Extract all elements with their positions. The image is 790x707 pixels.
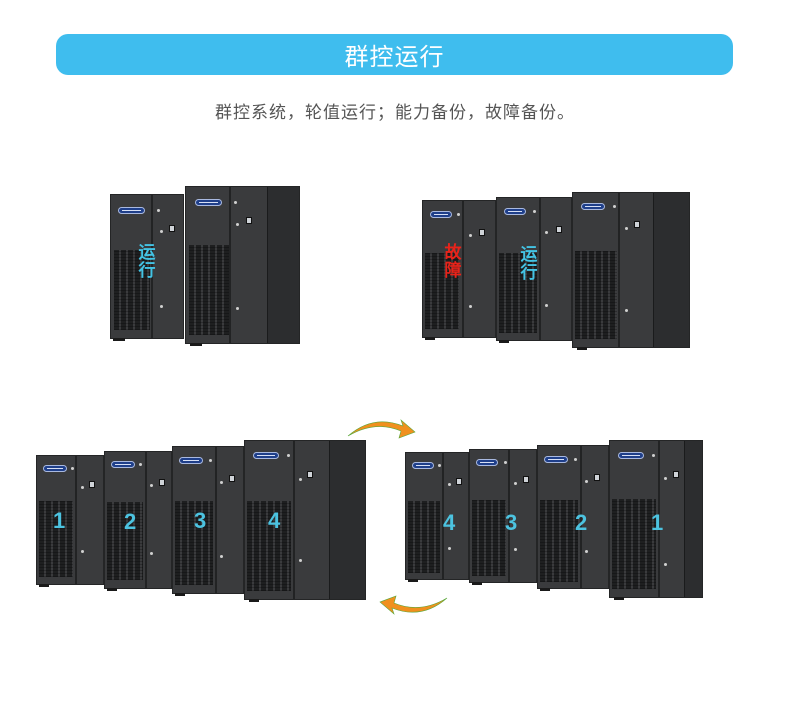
brand-logo-icon (618, 452, 644, 459)
brand-logo-icon (412, 462, 434, 469)
unit-number-label: 2 (124, 509, 137, 534)
control-display (89, 481, 95, 488)
ac-unit (422, 200, 496, 340)
brand-logo-icon (111, 461, 135, 468)
control-display (307, 471, 313, 478)
brand-logo-icon (430, 211, 452, 218)
air-grill (175, 501, 213, 585)
air-grill (114, 250, 150, 330)
control-display (673, 471, 679, 478)
ac-unit (572, 192, 690, 350)
brand-logo-icon (544, 456, 568, 463)
unit-status-fault: 故障 (444, 243, 462, 281)
ac-unit (185, 186, 300, 346)
unit-number-label: 4 (443, 510, 456, 535)
ac-unit (172, 446, 244, 596)
brand-logo-icon (476, 459, 498, 466)
ac-unit (469, 449, 537, 585)
section-title-banner: 群控运行 (56, 34, 733, 75)
brand-logo-icon (118, 207, 145, 214)
unit-number-label: 3 (194, 508, 207, 533)
control-display (169, 225, 175, 232)
air-grill (107, 502, 143, 580)
brand-logo-icon (253, 452, 279, 459)
air-grill (499, 253, 537, 333)
unit-number-label: 3 (505, 510, 518, 535)
air-grill (472, 500, 506, 576)
ac-unit (496, 197, 572, 343)
unit-status-running: 运行 (520, 245, 538, 283)
unit-number-label: 2 (575, 510, 588, 535)
air-grill (408, 501, 440, 573)
rotate-forward-arrow-icon (347, 419, 416, 439)
ac-unit (537, 445, 609, 591)
rotate-back-arrow-icon (379, 595, 448, 615)
air-grill (189, 245, 229, 335)
brand-logo-icon (43, 465, 67, 472)
ac-unit (405, 452, 469, 582)
air-grill (540, 500, 578, 582)
ac-unit (244, 440, 366, 602)
control-display (246, 217, 252, 224)
air-grill (575, 251, 617, 339)
air-grill (247, 501, 291, 591)
top-left-unit-group: 运行 (110, 186, 305, 351)
brand-logo-icon (195, 199, 222, 206)
ac-unit (609, 440, 703, 600)
ac-unit (36, 455, 104, 587)
unit-status-running: 运行 (138, 243, 156, 281)
brand-logo-icon (581, 203, 605, 210)
unit-number-label: 1 (651, 510, 664, 535)
control-display (456, 478, 462, 485)
bottom-left-unit-group: 1 2 3 4 (36, 438, 368, 618)
control-display (594, 474, 600, 481)
unit-number-label: 1 (53, 508, 66, 533)
control-display (229, 475, 235, 482)
bottom-right-unit-group: 4 3 2 1 (405, 440, 705, 615)
top-right-unit-group: 故障 运行 (422, 190, 692, 360)
control-display (479, 229, 485, 236)
control-display (523, 476, 529, 483)
control-display (634, 221, 640, 228)
air-grill (425, 253, 459, 329)
control-display (556, 226, 562, 233)
air-grill (612, 499, 656, 589)
brand-logo-icon (504, 208, 526, 215)
air-grill (39, 501, 73, 577)
ac-unit (104, 451, 172, 591)
unit-number-label: 4 (268, 508, 281, 533)
ac-unit (110, 194, 184, 341)
brand-logo-icon (179, 457, 203, 464)
section-subtitle: 群控系统，轮值运行；能力备份，故障备份。 (215, 103, 575, 123)
control-display (159, 479, 165, 486)
section-title: 群控运行 (344, 43, 445, 71)
